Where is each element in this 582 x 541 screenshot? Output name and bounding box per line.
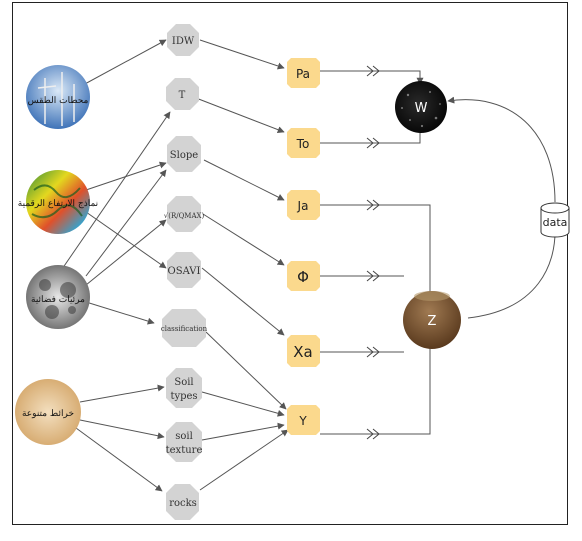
- process-ratio: √(R/QMAX): [164, 196, 205, 232]
- factor-ja: Ja: [287, 190, 320, 220]
- factor-label: Y: [298, 414, 307, 428]
- source-weather-stations: محطات الطقس: [26, 65, 90, 129]
- source-various-maps: خرائط متنوعة: [15, 379, 81, 445]
- maps-image: [15, 379, 81, 445]
- process-soil-types: Soil types: [166, 368, 202, 408]
- process-soil-texture: soil texture: [166, 422, 203, 462]
- factor-phi: Φ: [287, 261, 320, 291]
- factor-label: Xa: [293, 343, 312, 361]
- chevron-marks: [366, 65, 380, 440]
- w-label: W: [415, 101, 428, 116]
- source-label: محطات الطقس: [28, 96, 89, 106]
- process-osavi: OSAVI: [167, 252, 201, 288]
- node-label: √(R/QMAX): [164, 212, 205, 220]
- source-label: نماذج الارتفاع الرقمية: [18, 199, 98, 209]
- node-label: Soil: [174, 377, 193, 388]
- z-circle: [403, 291, 461, 349]
- process-slope: Slope: [167, 136, 201, 172]
- node-label: OSAVI: [168, 266, 201, 277]
- output-w: W: [395, 81, 447, 133]
- output-z: Z: [403, 291, 461, 349]
- process-idw: IDW: [167, 24, 199, 56]
- node-label: types: [170, 391, 197, 402]
- factor-label: To: [296, 137, 310, 151]
- node-label: classification: [161, 325, 208, 333]
- process-rocks: rocks: [166, 484, 199, 520]
- diagram-frame: [12, 2, 568, 525]
- process-t: T: [166, 78, 199, 110]
- source-label: مرئيات فضائية: [31, 295, 85, 305]
- source-satellite-images: مرئيات فضائية: [26, 265, 90, 329]
- factor-label: Pa: [296, 67, 310, 81]
- node-label: rocks: [169, 498, 197, 509]
- factor-xa: Xa: [287, 335, 320, 367]
- data-store: data: [540, 202, 570, 238]
- node-label: T: [179, 90, 186, 101]
- node-label: texture: [166, 445, 203, 456]
- factor-label: Φ: [297, 268, 309, 286]
- factor-label: Ja: [297, 199, 309, 213]
- z-label: Z: [428, 314, 437, 329]
- data-label: data: [543, 216, 568, 229]
- factor-pa: Pa: [287, 58, 320, 88]
- factor-y: Y: [287, 405, 320, 435]
- factor-to: To: [287, 128, 320, 158]
- source-elevation-model: نماذج الارتفاع الرقمية: [18, 170, 98, 234]
- node-label: soil: [175, 431, 193, 442]
- process-classification: classification: [161, 309, 208, 347]
- node-label: IDW: [172, 36, 195, 47]
- node-label: Slope: [170, 150, 198, 161]
- source-label: خرائط متنوعة: [22, 409, 74, 419]
